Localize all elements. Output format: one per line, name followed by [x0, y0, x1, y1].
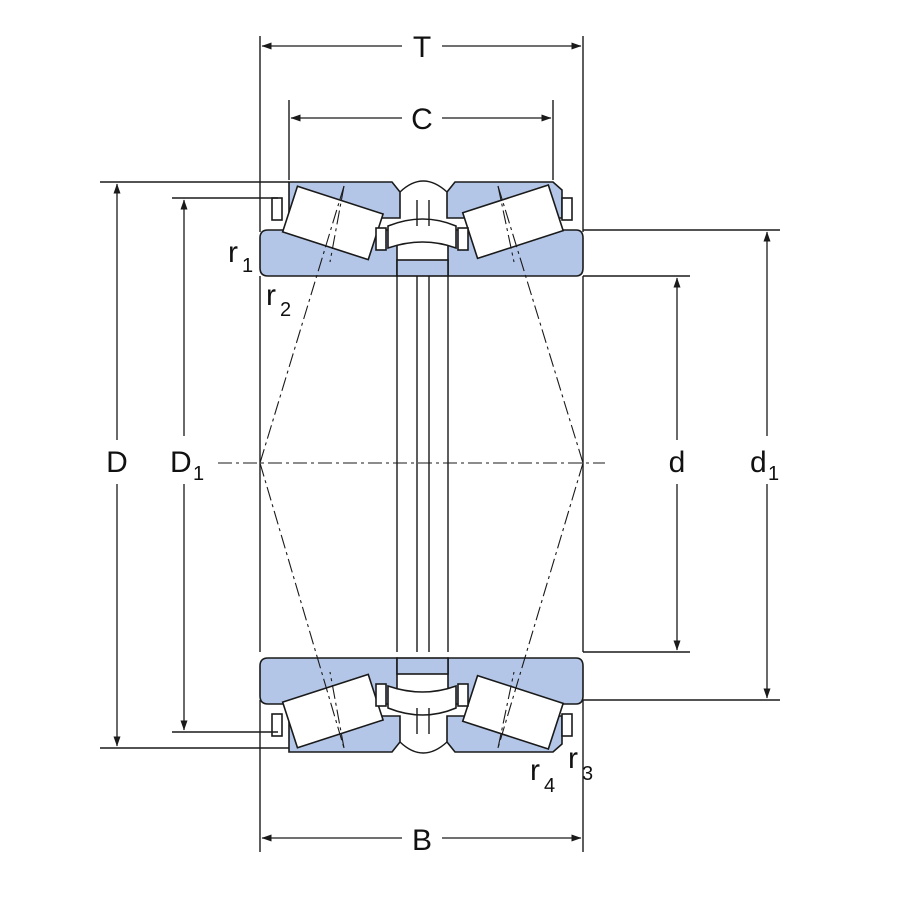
upper-section: [259, 180, 584, 277]
label-B: B: [412, 824, 432, 857]
lower-section: [259, 657, 584, 754]
svg-text:r: r: [530, 754, 540, 787]
label-T: T: [413, 31, 431, 64]
label-d1: d 1: [750, 446, 779, 485]
svg-text:D: D: [170, 446, 192, 479]
svg-text:1: 1: [768, 463, 779, 485]
svg-text:2: 2: [280, 299, 291, 321]
svg-text:d: d: [750, 446, 767, 479]
label-r3: r 3: [568, 742, 593, 785]
label-r4: r 4: [530, 754, 555, 797]
svg-text:1: 1: [193, 463, 204, 485]
svg-text:r: r: [228, 236, 238, 269]
bore-outline: [259, 276, 584, 652]
label-r1: r 1: [228, 236, 253, 277]
extension-lines: [100, 36, 780, 852]
label-r2: r 2: [266, 279, 291, 321]
svg-text:r: r: [266, 279, 276, 312]
label-D: D: [106, 446, 128, 479]
svg-text:3: 3: [582, 763, 593, 785]
svg-text:r: r: [568, 742, 578, 775]
label-C: C: [411, 103, 433, 136]
label-d: d: [669, 446, 686, 479]
construction-lines: [218, 185, 605, 749]
svg-text:4: 4: [544, 775, 555, 797]
label-D1: D 1: [170, 446, 204, 485]
svg-text:1: 1: [242, 255, 253, 277]
